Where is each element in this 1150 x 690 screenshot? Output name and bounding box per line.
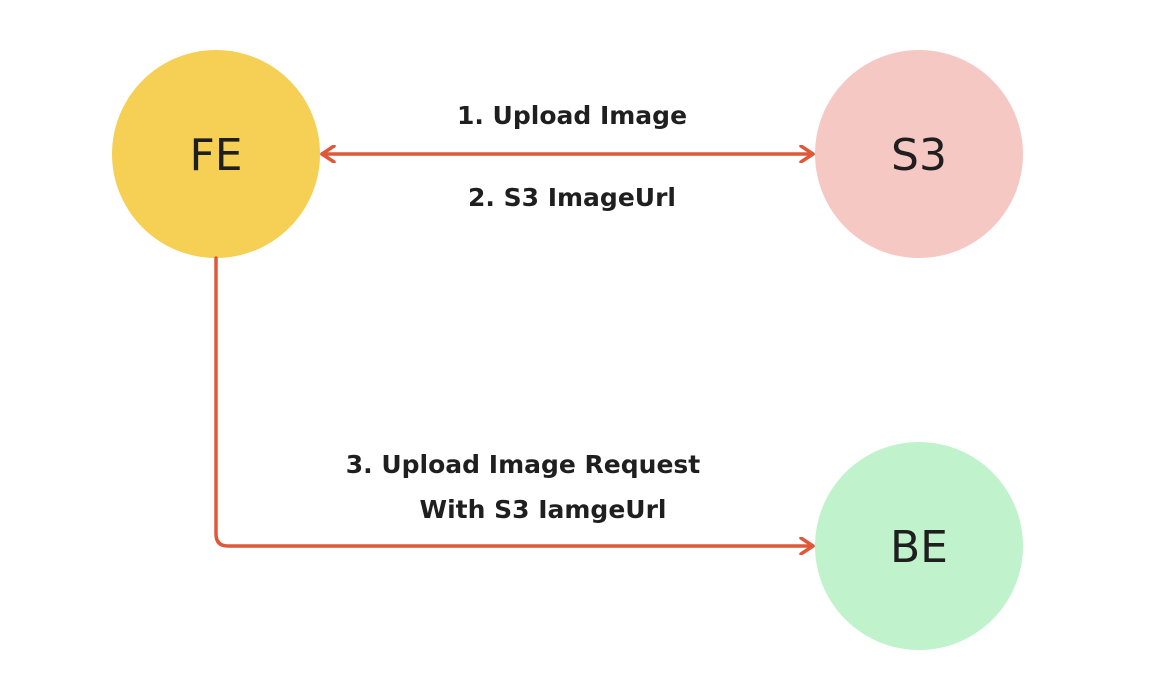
edge-fe-be-arrow [214,256,815,546]
node-fe: FE [112,50,320,258]
node-be: BE [815,442,1023,650]
edge-fe-s3-label-upload: 1. Upload Image [457,101,687,130]
node-s3-label: S3 [891,130,947,181]
edge-fe-s3-label-url: 2. S3 ImageUrl [468,183,676,212]
node-be-circle [815,442,1023,650]
node-be-label: BE [890,522,948,573]
node-s3-circle [815,50,1023,258]
node-s3: S3 [815,50,1023,258]
node-fe-circle [112,50,320,258]
edge-fe-be-label-line2: With S3 IamgeUrl [420,495,667,524]
node-fe-label: FE [189,130,242,181]
edge-fe-be-label-line1: 3. Upload Image Request [346,450,701,479]
